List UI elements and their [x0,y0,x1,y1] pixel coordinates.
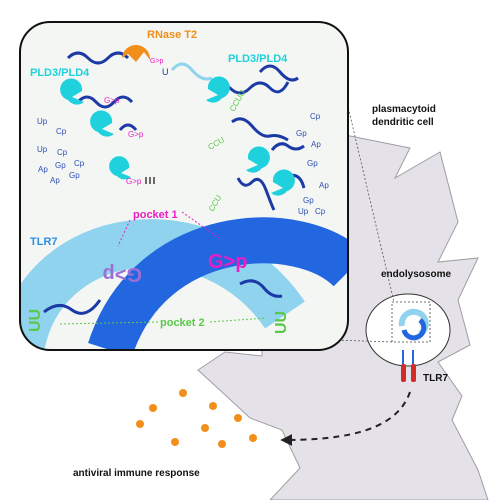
gp-product-2: G>p [128,130,144,139]
zoom-line-top [329,29,395,303]
downstream-stack-icon [145,177,155,184]
zoom-box [391,301,431,343]
svg-text:Ap: Ap [38,165,48,174]
cell-label-line1: plasmacytoid [372,104,436,115]
pocket2-leader-right [209,317,267,323]
pld-enzymes [60,76,295,196]
response-label: antiviral immune response [73,468,200,479]
tlr7-cell-label: TLR7 [423,373,448,384]
svg-text:Up: Up [37,117,48,126]
rna-fragment-u: U [162,67,169,77]
pocket2-label: pocket 2 [160,317,205,329]
pocket1-leader-left [117,219,131,247]
svg-text:Cp: Cp [74,159,85,168]
rnase-t2-label: RNase T2 [147,29,197,41]
tlr7-arc-dark [88,217,348,350]
svg-text:Gp: Gp [55,161,66,170]
endolysosome-vesicle [365,293,451,367]
svg-text:Gp: Gp [296,129,307,138]
svg-text:Cp: Cp [310,112,321,121]
svg-text:Up: Up [298,207,309,216]
rna-strands [66,51,306,211]
rna-pocket2-right [239,279,283,298]
pocket1-ligand-left: G>p [103,263,142,285]
pld-label-right: PLD3/PLD4 [228,53,288,65]
rna-end-glyph: G>p [150,58,164,65]
svg-text:Ap: Ap [319,181,329,190]
pocket1-ligand-right: G>p [208,251,247,273]
svg-text:Cp: Cp [315,207,326,216]
svg-text:Gp: Gp [307,159,318,168]
rna-pocket2-left [43,299,102,315]
svg-text:Cp: Cp [57,148,68,157]
inset-panel [19,21,349,351]
cell-label-line2: dendritic cell [372,117,434,128]
tlr7-transmembrane-left [401,364,406,382]
cytokine-dots [136,389,257,448]
pocket1-leader-right [181,211,223,241]
gp-product-1: G>p [104,96,120,105]
rnase-t2-enzyme [122,44,151,62]
tlr7-arc-light [20,219,305,350]
tlr7-transmembrane-right [411,364,416,382]
pocket2-label-ligand-right: UU [273,311,290,334]
rna-cleaved-light [170,62,213,81]
signal-arrow [280,391,411,446]
svg-text:Ap: Ap [311,140,321,149]
svg-text:Gp: Gp [303,196,314,205]
svg-text:Gp: Gp [69,171,80,180]
pocket1-label: pocket 1 [133,209,178,221]
pocket2-leader-left [57,321,159,325]
tlr7-inset-label: TLR7 [30,236,58,248]
svg-text:Ap: Ap [50,176,60,185]
mini-tlr7-inner [401,318,427,341]
endolysosome-label: endolysosome [381,269,451,280]
gp-product-3: G>p [126,177,142,186]
free-nucleotides: Up Cp Up Cp Gp Cp Ap Gp Ap Cp Gp Ap Gp A… [37,112,329,216]
svg-text:Cp: Cp [56,127,67,136]
pocket2-label-ligand-left: UU [27,309,44,332]
svg-text:Up: Up [37,145,48,154]
pld-label-left: PLD3/PLD4 [30,67,90,79]
